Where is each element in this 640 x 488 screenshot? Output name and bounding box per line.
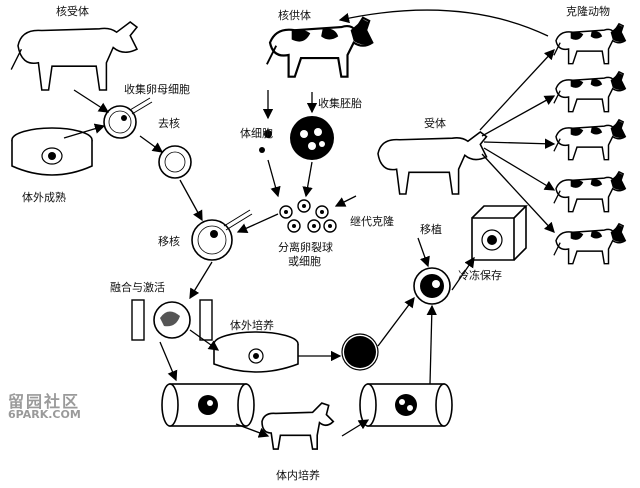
label-nucleus-recipient: 核受体 (56, 5, 89, 18)
label-freeze-storage: 冷冻保存 (458, 269, 502, 282)
watermark-site: 6PARK.COM (8, 408, 81, 421)
cloned-cow-4 (554, 172, 625, 212)
label-nucleus-transfer: 移核 (158, 235, 180, 248)
label-serial-cloning: 继代克隆 (350, 215, 394, 228)
oocyte-collected (103, 97, 153, 139)
somatic-cells (259, 130, 272, 153)
label-recipient: 受体 (424, 117, 446, 130)
cloned-cow-2 (554, 72, 625, 112)
fusion-chamber (131, 299, 213, 341)
frozen-cube (471, 205, 528, 261)
in-vivo-tube-left (161, 383, 255, 427)
label-isolate-blastomeres-1: 分离卵裂球 (278, 241, 333, 254)
nucleus-recipient-cow (10, 21, 139, 91)
label-in-vitro-maturation: 体外成熟 (22, 191, 66, 204)
cloned-cow-3 (554, 120, 625, 160)
label-enucleation: 去核 (158, 117, 180, 130)
enucleated-oocyte (158, 145, 192, 179)
label-collect-embryos: 收集胚胎 (318, 97, 362, 110)
in-vivo-cow (261, 402, 335, 450)
embryo-dark (341, 333, 379, 371)
watermark-chinese: 留园社区 (8, 392, 81, 411)
blastomeres (279, 199, 337, 233)
transplant-embryo (413, 267, 451, 305)
cloned-cow-5 (554, 224, 625, 264)
label-cloned-animals: 克隆动物 (566, 5, 610, 18)
label-transplant: 移植 (420, 223, 442, 236)
label-nucleus-donor: 核供体 (278, 9, 311, 22)
nucleus-donor-cow (267, 18, 372, 77)
in-vivo-tube-right (359, 383, 453, 427)
label-isolate-blastomeres-2: 或细胞 (288, 255, 321, 268)
nucleus-transfer-oocyte (191, 209, 253, 261)
collected-embryo (290, 116, 334, 160)
label-collect-oocytes: 收集卵母细胞 (124, 83, 190, 96)
maturation-dish (11, 127, 93, 176)
label-fusion-activation: 融合与激活 (110, 281, 165, 294)
recipient-cow (377, 131, 488, 195)
culture-dish (213, 331, 299, 373)
cloned-cow-1 (554, 24, 625, 64)
flow-arrows (63, 9, 556, 438)
label-somatic-cell: 体细胞 (240, 127, 273, 140)
label-in-vitro-culture: 体外培养 (230, 319, 274, 332)
label-in-vivo-culture: 体内培养 (276, 469, 320, 482)
